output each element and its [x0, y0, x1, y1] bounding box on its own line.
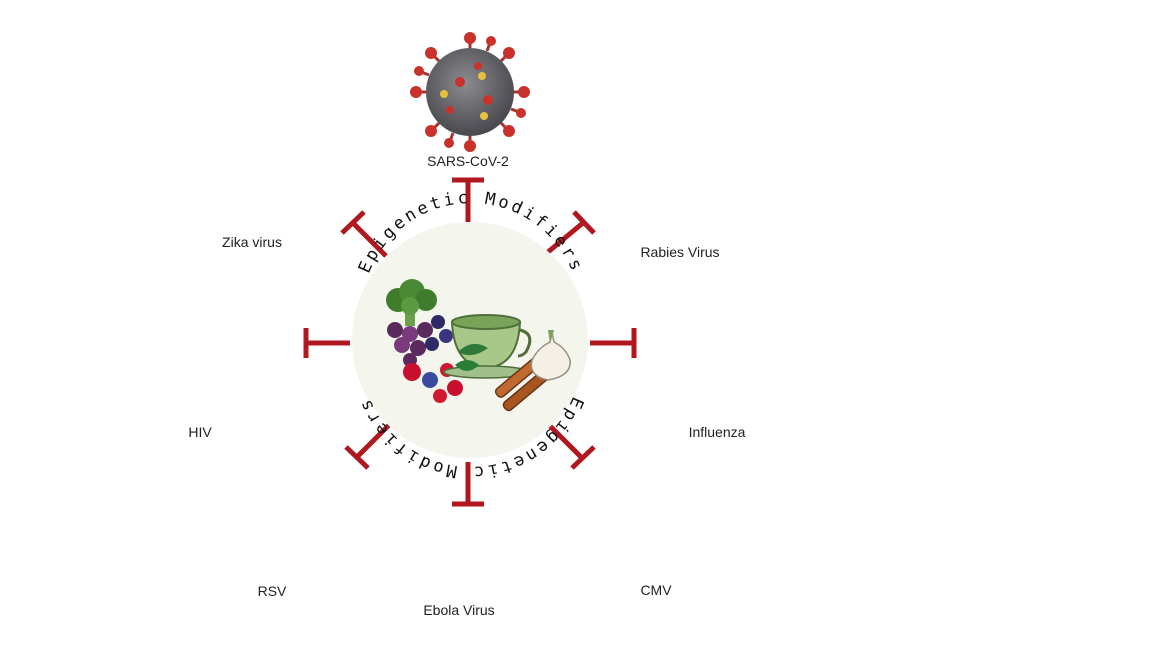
inhibit-ebola: [452, 462, 484, 507]
inhibit-rsv: [344, 422, 392, 470]
label-zika-virus: Zika virus: [222, 234, 282, 250]
epigenetic-modifiers-hub: Epigenetic Modifiers Epigenetic Modifier…: [352, 188, 588, 482]
grapes-icon: [387, 315, 453, 367]
broccoli-icon: [386, 279, 437, 326]
inhibit-influenza: [590, 328, 637, 358]
food-illustration: [386, 279, 571, 412]
label-influenza: Influenza: [688, 424, 746, 440]
inhibit-sars: [452, 177, 484, 222]
label-ebola-virus: Ebola Virus: [423, 602, 495, 618]
inhibit-rabies: [546, 210, 596, 254]
label-cmv: CMV: [640, 582, 672, 598]
inhibit-cmv: [546, 422, 596, 470]
label-sars-cov-2: SARS-CoV-2: [427, 153, 509, 169]
inhibition-arrows: [303, 177, 637, 507]
inhibit-zika: [340, 210, 388, 258]
inhibit-hiv: [303, 328, 350, 358]
label-rsv: RSV: [257, 583, 287, 599]
label-rabies-virus: Rabies Virus: [640, 244, 720, 260]
sars-cov-2-virus-icon: [410, 32, 530, 152]
mint-leaf-icon: [455, 360, 479, 371]
garlic-icon: [530, 330, 571, 381]
label-hiv: HIV: [188, 424, 212, 440]
